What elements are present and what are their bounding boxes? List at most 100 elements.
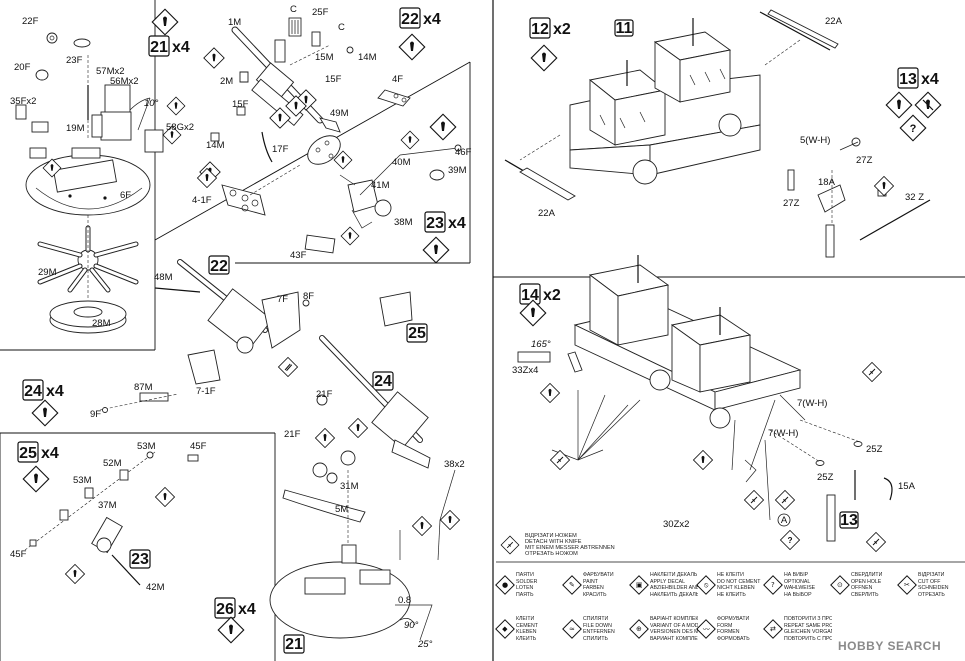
part-label: 2M [220,76,233,87]
legend-item-icon: ≈ [562,619,582,639]
legend-item-label: CUT OFF [918,578,941,585]
part-label: 25Z [817,472,834,483]
legend-item-label: NICHT KLEBEN [717,585,755,591]
legend-item-label: CEMENT [516,622,538,629]
optional-icon [899,114,927,142]
step-14-assembly: 14 x2 [512,255,916,553]
part-label: 37M [98,500,117,511]
legend-item-icon: ● [495,575,515,595]
part-label: 57Mx2 [96,66,125,77]
step-multiplier: x4 [238,601,256,618]
no-cement-icon [914,91,942,119]
part-label: 31M [340,481,359,492]
part-label: 1M [228,17,241,28]
legend-item-label: SCHNEIDEN [918,585,949,591]
wagon-model [569,18,761,185]
knife-icon [500,535,520,555]
part-label: 27Z [783,198,800,209]
part-label: 27Z [856,155,873,166]
part-label: 33Zx4 [512,365,538,376]
step-number: 14 [521,287,539,304]
part-label: 42M [146,582,165,593]
step-number: 23 [426,215,444,232]
part-label: 53M [73,475,92,486]
legend-item: ⊕ВАРІАНТ КОМПЛЕКТАЦІЇ МОДЕЛІVARIANT OF A… [629,616,698,656]
step-number: 22 [401,11,419,28]
part-label: 49M [330,108,349,119]
part-label: 45F [10,549,27,560]
legend-item-icon: ✎ [562,575,582,595]
legend-item: ⇄ПОВТОРИТИ З ПРОТИЛЕЖНОГО БОКУREPEAT SAM… [763,616,832,656]
cement-icon [31,399,59,427]
variant-marker: A [781,515,788,526]
legend-item-label: ФАРБУВАТИ [583,572,614,578]
cement-icon [155,487,175,507]
legend-item-label: СВЕРДЛИТИ [851,572,883,578]
part-label: 40M [392,157,411,168]
legend-item-label: FORM [717,622,733,629]
legend-item-label: ВАРІАНТ КОМПЛЕКТАЦІЇ МОДЕЛІ [650,616,698,622]
part-label: 29M [38,267,57,278]
legend-item-label: ФОРМОВАТЬ [717,635,750,642]
step-13-assembly: 13 x4 5(W-H) 27Z 18A 27Z 32 Z [783,67,942,258]
legend-line: DETACH WITH KNIFE [525,539,582,545]
legend-item-label: НЕ КЛЕИТЬ [717,591,746,598]
form-icon [549,449,571,471]
angle-label: 165° [531,339,551,350]
cement-icon [885,91,913,119]
legend-item-label: APPLY DECAL [650,578,685,585]
legend-item-label: ПОВТОРИТЬ С ПРОТИВОПОЛОЖНОЙ СТОРОНЫ [784,635,832,642]
part-label: 15A [898,481,916,492]
part-label: 22A [538,208,556,219]
part-label: 4F [392,74,403,85]
part-label: 21F [284,429,301,440]
legend-item-label: OFFNEN [851,585,873,591]
part-label: 32 Z [905,192,924,203]
legend-item-icon: ◆ [495,619,515,639]
cement-icon [22,465,50,493]
part-label: 38x2 [444,459,465,470]
step-25-assembly: 25 x4 23 53M 45F 52M 53M 37M 45F 42M [10,441,207,593]
cement-icon [412,516,432,536]
part-label: 30Zx2 [663,519,689,530]
step-multiplier: x4 [46,383,64,400]
cement-icon [151,8,179,36]
legend-item-icon: ⊙ [830,575,850,595]
cement-icon [693,450,713,470]
elevating-plate [221,184,266,216]
part-label: 46F [455,147,472,158]
cement-icon [315,428,335,448]
step-number: 13 [899,71,917,88]
angle-label: 90° [404,620,419,631]
legend-item-icon: ⦸ [696,575,716,595]
ref-number: 22 [210,258,228,275]
cement-icon [166,96,186,116]
step-number: 25 [19,445,37,462]
legend-item-label: FORMEN [717,629,740,635]
form-icon [861,361,883,383]
part-label: 48M [154,272,173,283]
cement-icon [203,47,225,69]
legend-item-icon: ? [763,575,783,595]
part-label: 17F [272,144,289,155]
cement-icon [540,383,560,403]
legend-item-label: ПАЯТИ [516,572,534,578]
part-label: 5(W-H) [800,135,830,146]
legend-item-icon: 〰 [696,619,716,639]
cement-icon [348,418,368,438]
part-label: 14M [206,140,225,151]
part-label: 7(W-H) [768,428,798,439]
part-label: 25Z [866,444,883,455]
cement-icon [217,616,245,644]
step-multiplier: x4 [921,71,939,88]
legend-line: ОТРЕЗАТЬ НОЖОМ [525,551,578,557]
trunnion-plate [307,135,341,165]
legend-item-icon: ▣ [629,575,649,595]
part-label: 7-1F [196,386,216,397]
part-label: 4-1F [192,195,212,206]
ref-number: 24 [374,373,392,390]
legend-item-label: PAINT [583,578,598,585]
